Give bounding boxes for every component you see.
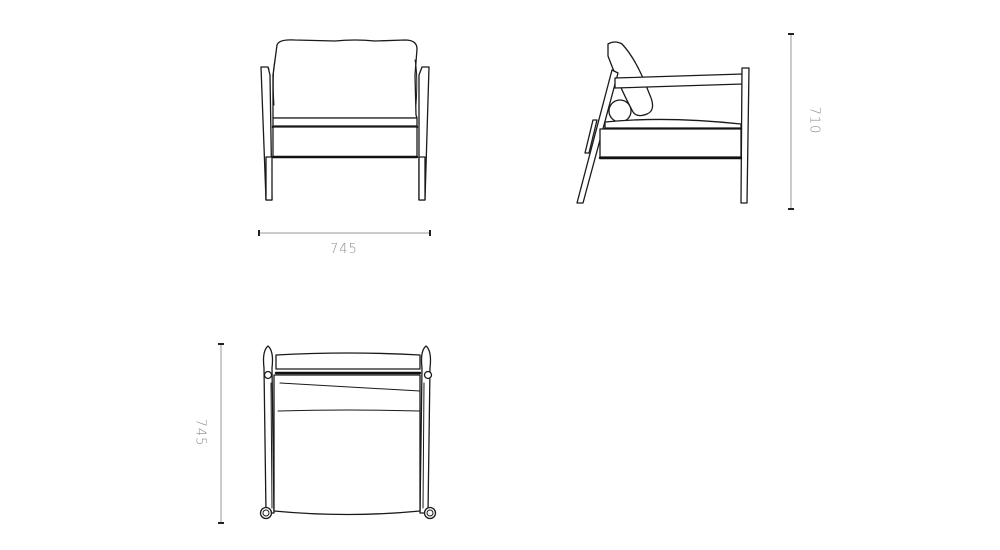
front-view-drawing bbox=[260, 39, 430, 201]
side-view bbox=[575, 38, 750, 208]
dimension-line-vertical-top bbox=[218, 343, 224, 524]
top-view bbox=[258, 343, 438, 523]
dimension-line-horizontal bbox=[258, 230, 431, 236]
dimension-top-depth bbox=[216, 343, 226, 525]
dimension-label-height: 710 bbox=[806, 106, 822, 135]
dimension-side-height bbox=[786, 33, 796, 211]
dimension-label-depth: 745 bbox=[192, 418, 208, 447]
side-view-drawing bbox=[576, 41, 750, 204]
dimension-label-width: 745 bbox=[330, 242, 358, 257]
top-view-drawing bbox=[259, 345, 437, 520]
front-view bbox=[255, 35, 435, 205]
dimension-line-vertical bbox=[788, 33, 794, 210]
dimension-front-width bbox=[258, 228, 432, 238]
